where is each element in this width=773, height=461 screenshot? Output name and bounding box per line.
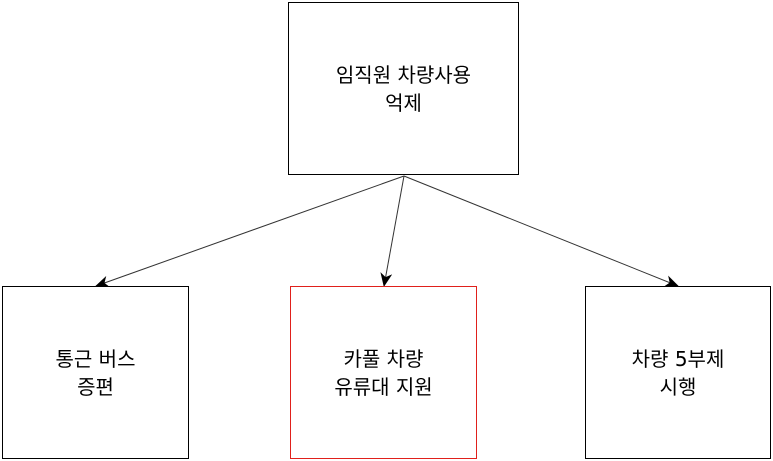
child-node-rotation: 차량 5부제 시행 xyxy=(585,286,771,459)
child-node-rotation-label: 차량 5부제 시행 xyxy=(631,346,725,399)
root-node-label: 임직원 차량사용 억제 xyxy=(335,62,472,115)
child-node-carpool-label: 카풀 차량 유류대 지원 xyxy=(334,346,433,399)
edge-root-to-5day xyxy=(403,175,679,287)
root-node: 임직원 차량사용 억제 xyxy=(288,2,519,175)
child-node-bus: 통근 버스 증편 xyxy=(2,286,189,459)
edge-root-to-bus xyxy=(95,175,405,288)
child-node-bus-label: 통근 버스 증편 xyxy=(55,346,136,399)
edge-root-to-car xyxy=(380,175,405,287)
child-node-carpool: 카풀 차량 유류대 지원 xyxy=(290,286,477,459)
